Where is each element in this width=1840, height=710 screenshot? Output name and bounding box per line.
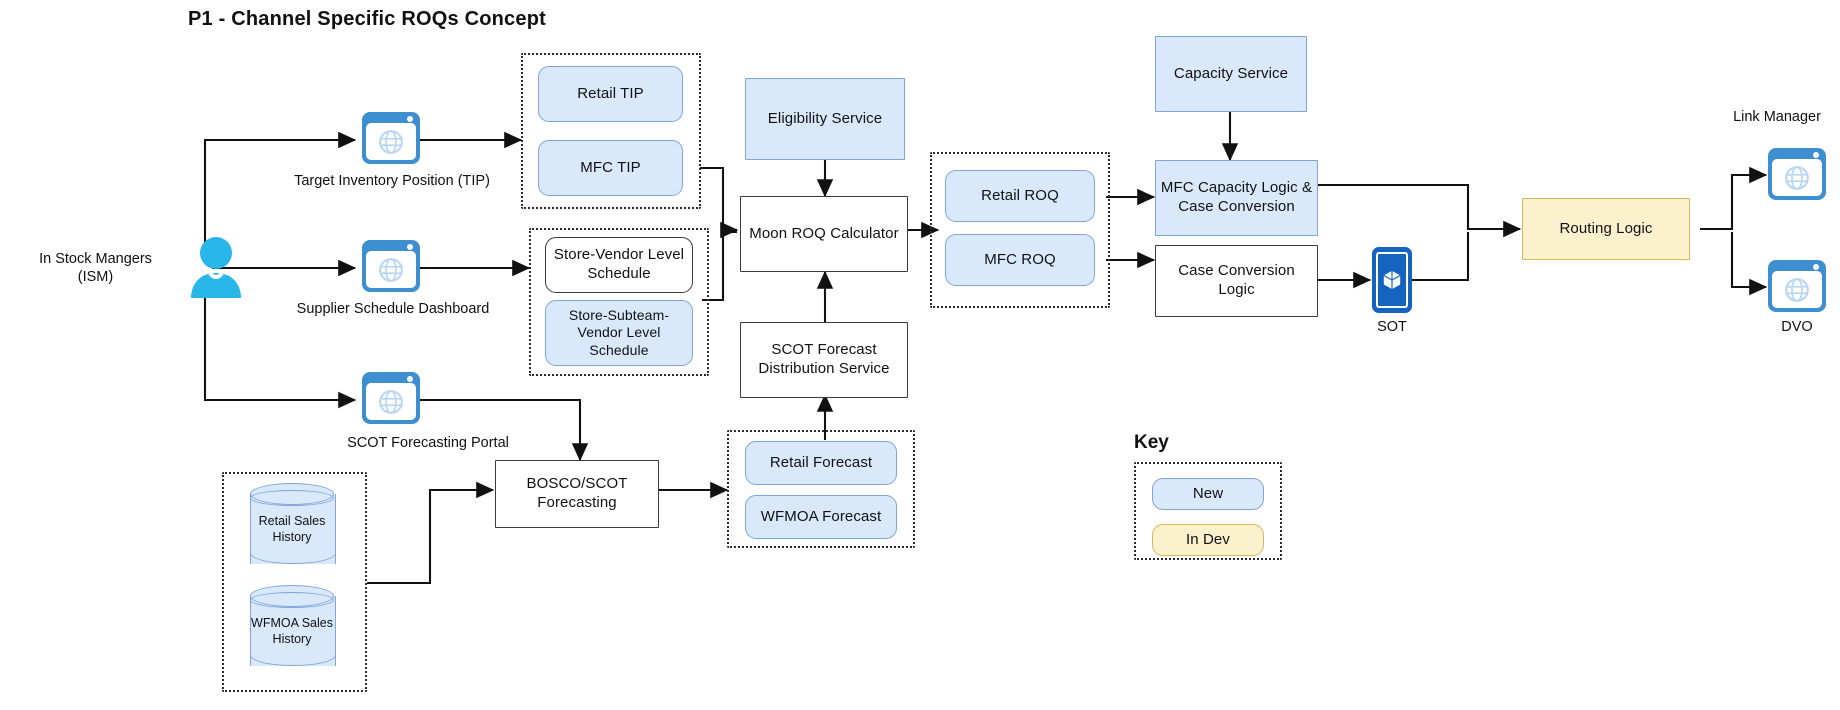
forecast-group — [727, 430, 915, 548]
db-wfmoa-sales-history[interactable]: WFMOA Sales History — [250, 585, 336, 677]
window-dot-icon — [407, 376, 413, 382]
capacity-service[interactable]: Capacity Service — [1155, 36, 1307, 112]
cylinder-bottom — [250, 541, 336, 564]
tip-retail[interactable]: Retail TIP — [538, 66, 683, 122]
key-title: Key — [1134, 432, 1169, 453]
schedule-store-subteam-vendor[interactable]: Store-Subteam-Vendor Level Schedule — [545, 300, 693, 366]
browser-icon-dvo[interactable] — [1768, 260, 1826, 312]
mfc-capacity-logic[interactable]: MFC Capacity Logic & Case Conversion — [1155, 160, 1318, 236]
tip-mfc[interactable]: MFC TIP — [538, 140, 683, 196]
key-item-in-dev: In Dev — [1152, 524, 1264, 556]
moon-roq-calculator[interactable]: Moon ROQ Calculator — [740, 196, 908, 272]
roq-group — [930, 152, 1110, 308]
browser-pane — [1772, 271, 1822, 308]
key-group — [1134, 462, 1282, 560]
key-item-new: New — [1152, 478, 1264, 510]
portal-caption-scot: SCOT Forecasting Portal — [347, 435, 509, 451]
globe-icon — [379, 257, 403, 282]
globe-icon — [379, 389, 403, 414]
tip-group — [521, 53, 701, 209]
page-title: P1 - Channel Specific ROQs Concept — [188, 8, 546, 30]
bosco-scot-forecasting[interactable]: BOSCO/SCOT Forecasting — [495, 460, 659, 528]
browser-icon-link-manager[interactable] — [1768, 148, 1826, 200]
sot-label: SOT — [1377, 319, 1407, 335]
globe-icon — [1785, 165, 1809, 190]
mobile-app-icon-sot[interactable] — [1372, 247, 1412, 313]
browser-pane — [366, 123, 416, 160]
globe-icon — [379, 129, 403, 154]
forecast-retail[interactable]: Retail Forecast — [745, 441, 897, 485]
window-dot-icon — [407, 244, 413, 250]
history-group — [222, 472, 367, 692]
window-dot-icon — [1813, 152, 1819, 158]
roq-mfc[interactable]: MFC ROQ — [945, 234, 1095, 286]
cylinder-rim — [250, 592, 334, 608]
browser-pane — [366, 251, 416, 288]
browser-icon-scot-portal[interactable] — [362, 372, 420, 424]
schedule-group — [529, 228, 709, 376]
schedule-store-vendor[interactable]: Store-Vendor Level Schedule — [545, 237, 693, 293]
window-dot-icon — [1813, 264, 1819, 270]
window-dot-icon — [407, 116, 413, 122]
box-icon — [1383, 270, 1401, 290]
phone-screen — [1376, 252, 1408, 308]
cylinder-bottom — [250, 643, 336, 666]
actor-label: In Stock Mangers (ISM) — [39, 251, 152, 286]
forecast-wfmoa[interactable]: WFMOA Forecast — [745, 495, 897, 539]
scot-forecast-distribution-service[interactable]: SCOT Forecast Distribution Service — [740, 322, 908, 398]
user-icon — [185, 236, 247, 302]
db-retail-sales-history[interactable]: Retail Sales History — [250, 483, 336, 575]
db-label: Retail Sales History — [258, 514, 326, 545]
browser-pane — [366, 383, 416, 420]
globe-icon — [1785, 277, 1809, 302]
db-label: WFMOA Sales History — [251, 616, 333, 647]
dvo-label: DVO — [1781, 319, 1813, 335]
browser-icon-supplier-schedule[interactable] — [362, 240, 420, 292]
portal-caption-supplier-schedule: Supplier Schedule Dashboard — [296, 301, 490, 317]
roq-retail[interactable]: Retail ROQ — [945, 170, 1095, 222]
link-manager-label: Link Manager — [1733, 109, 1821, 125]
routing-logic[interactable]: Routing Logic — [1522, 198, 1690, 260]
portal-caption-tip: Target Inventory Position (TIP) — [294, 173, 490, 189]
case-conversion-logic[interactable]: Case Conversion Logic — [1155, 245, 1318, 317]
browser-pane — [1772, 159, 1822, 196]
cylinder-rim — [250, 490, 334, 506]
eligibility-service[interactable]: Eligibility Service — [745, 78, 905, 160]
browser-icon-tip[interactable] — [362, 112, 420, 164]
